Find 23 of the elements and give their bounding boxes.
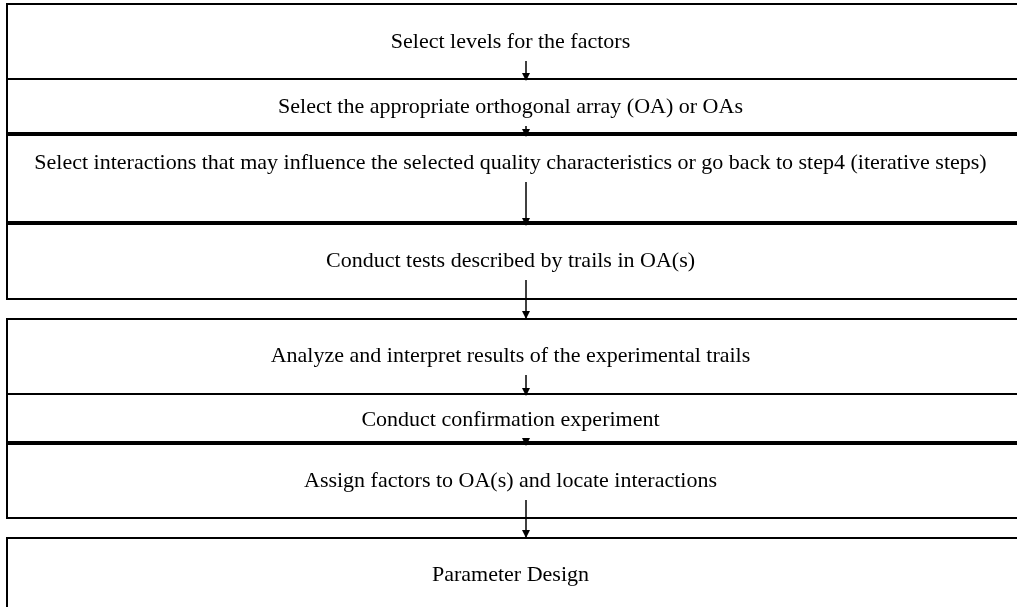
process-box <box>6 78 1017 134</box>
step-text: Select interactions that may influence the selected quality characteristics or go back to step4 (iterative steps) <box>34 148 987 176</box>
step-text: Analyze and interpret results of the experimental trails <box>270 341 751 369</box>
process-box <box>6 223 1017 300</box>
step-text: Assign factors to OA(s) and locate interactions <box>304 466 717 494</box>
arrow <box>522 374 530 396</box>
arrow <box>522 125 530 137</box>
step-text: Conduct confirmation experiment <box>361 405 660 433</box>
step-text: Select the appropriate orthogonal array (OA) or OAs <box>278 92 743 120</box>
arrow <box>522 438 530 446</box>
arrow <box>522 499 530 538</box>
step-text: Parameter Design <box>432 560 589 588</box>
step-text: Conduct tests described by trails in OA(s) <box>325 246 696 274</box>
arrow <box>522 279 530 319</box>
arrow <box>522 181 530 226</box>
process-box <box>6 537 1017 607</box>
process-box <box>6 134 1017 223</box>
process-box <box>6 393 1017 443</box>
arrow <box>522 60 530 81</box>
process-box <box>6 318 1017 395</box>
process-box <box>6 443 1017 519</box>
process-box <box>6 3 1017 80</box>
step-text: Select levels for the factors <box>390 27 631 55</box>
